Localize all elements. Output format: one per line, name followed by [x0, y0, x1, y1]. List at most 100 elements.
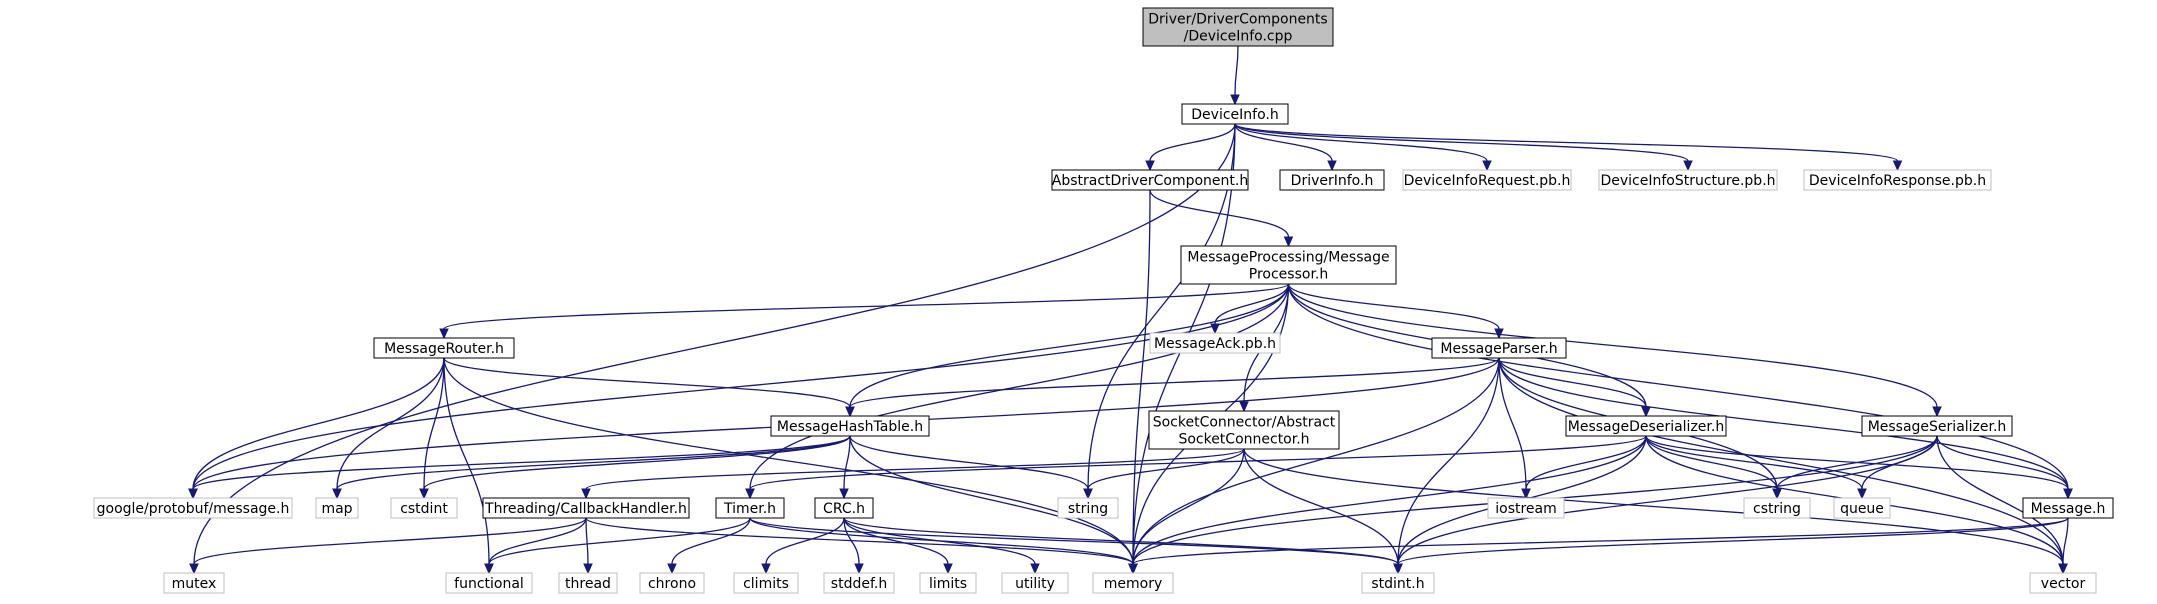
node-msg_parser[interactable]: MessageParser.h — [1431, 337, 1567, 359]
edges-layer — [188, 45, 2073, 575]
node-label-root-1: /DeviceInfo.cpp — [1184, 29, 1293, 45]
edge-msg_processor-to-msg_parser — [1287, 283, 1504, 340]
edge-msg_processor-to-msg_router — [439, 283, 1290, 340]
node-label-thread-0: thread — [565, 576, 611, 592]
node-label-limits-0: limits — [929, 576, 967, 592]
node-label-msg_serializer-0: MessageSerializer.h — [1868, 419, 2007, 435]
edge-msg_processor-to-message_h — [1287, 283, 2073, 500]
edge-deviceinfo_h-to-devinfo_structure — [1234, 123, 1693, 172]
node-label-driverinfo_h-0: DriverInfo.h — [1291, 173, 1374, 189]
node-timer_h[interactable]: Timer.h — [715, 497, 785, 519]
edge-crc_h-to-limits — [843, 517, 953, 575]
edge-message_h-to-memory — [1128, 517, 2069, 575]
edge-msg_hashtable-to-crc_h — [839, 435, 851, 500]
node-msg_hashtable[interactable]: MessageHashTable.h — [770, 415, 930, 437]
node-devinfo_request: DeviceInfoRequest.pb.h — [1402, 169, 1572, 191]
node-memory: memory — [1092, 572, 1174, 594]
node-socket_connector[interactable]: SocketConnector/AbstractSocketConnector.… — [1148, 410, 1340, 450]
node-iostream: iostream — [1487, 497, 1565, 519]
node-chrono: chrono — [639, 572, 705, 594]
node-label-callback_handler-0: Threading/CallbackHandler.h — [484, 501, 687, 517]
node-label-msg_ack-0: MessageAck.pb.h — [1154, 336, 1276, 352]
edge-msg_parser-to-stdint — [1393, 357, 1500, 575]
node-label-msg_parser-0: MessageParser.h — [1440, 341, 1557, 357]
node-string: string — [1057, 497, 1119, 519]
node-abstract_driver[interactable]: AbstractDriverComponent.h — [1051, 169, 1249, 191]
node-msg_router[interactable]: MessageRouter.h — [373, 337, 515, 359]
edge-root-to-deviceinfo_h — [1230, 45, 1240, 106]
node-root[interactable]: Driver/DriverComponents/DeviceInfo.cpp — [1142, 7, 1334, 47]
node-cstdint: cstdint — [390, 497, 458, 519]
edge-crc_h-to-stddef — [843, 517, 864, 575]
node-label-chrono-0: chrono — [648, 576, 696, 592]
node-protobuf_message: google/protobuf/message.h — [93, 497, 293, 519]
node-label-vector-0: vector — [2041, 576, 2086, 592]
node-label-string-0: string — [1068, 501, 1108, 517]
node-label-iostream-0: iostream — [1495, 501, 1557, 517]
node-label-msg_deserializer-0: MessageDeserializer.h — [1568, 419, 1724, 435]
edge-msg_parser-to-iostream — [1498, 357, 1531, 500]
edge-msg_processor-to-msg_serializer — [1287, 283, 1942, 418]
edge-message_h-to-vector — [2058, 517, 2069, 575]
edge-msg_parser-to-msg_hashtable — [845, 357, 1500, 418]
node-label-mutex-0: mutex — [172, 576, 217, 592]
node-label-utility-0: utility — [1015, 576, 1055, 592]
node-mutex: mutex — [163, 572, 225, 594]
node-stddef: stddef.h — [823, 572, 895, 594]
node-climits: climits — [733, 572, 799, 594]
node-utility: utility — [1001, 572, 1069, 594]
edge-socket_connector-to-callback_handler — [581, 448, 1245, 500]
node-crc_h[interactable]: CRC.h — [814, 497, 874, 519]
node-label-memory-0: memory — [1104, 576, 1163, 592]
edge-msg_processor-to-protobuf_message — [188, 283, 1290, 500]
edge-abstract_driver-to-msg_processor — [1149, 189, 1294, 248]
node-label-stdint-0: stdint.h — [1371, 576, 1424, 592]
node-limits: limits — [919, 572, 977, 594]
node-queue: queue — [1833, 497, 1891, 519]
node-label-queue-0: queue — [1840, 501, 1884, 517]
edge-abstract_driver-to-memory — [1128, 189, 1151, 575]
node-label-deviceinfo_h-0: DeviceInfo.h — [1191, 107, 1278, 123]
node-callback_handler[interactable]: Threading/CallbackHandler.h — [482, 497, 690, 519]
edge-msg_hashtable-to-map — [332, 435, 851, 500]
edge-msg_router-to-protobuf_message — [188, 357, 445, 500]
node-stdint: stdint.h — [1361, 572, 1435, 594]
edge-timer_h-to-memory — [749, 517, 1138, 575]
node-label-devinfo_response-0: DeviceInfoResponse.pb.h — [1809, 173, 1986, 189]
node-label-devinfo_structure-0: DeviceInfoStructure.pb.h — [1600, 173, 1775, 189]
node-deviceinfo_h[interactable]: DeviceInfo.h — [1181, 103, 1289, 125]
nodes-layer: Driver/DriverComponents/DeviceInfo.cppDe… — [93, 7, 2114, 594]
edge-msg_hashtable-to-cstdint — [419, 435, 851, 500]
edge-crc_h-to-climits — [761, 517, 845, 575]
node-message_h[interactable]: Message.h — [2022, 497, 2114, 519]
edge-socket_connector-to-memory — [1128, 448, 1245, 575]
node-label-stddef-0: stddef.h — [831, 576, 887, 592]
node-label-socket_connector-0: SocketConnector/Abstract — [1153, 415, 1336, 431]
node-label-root-0: Driver/DriverComponents — [1148, 12, 1327, 28]
edge-deviceinfo_h-to-devinfo_response — [1234, 123, 1903, 172]
node-driverinfo_h[interactable]: DriverInfo.h — [1279, 169, 1385, 191]
node-label-cstring-0: cstring — [1753, 501, 1801, 517]
node-label-climits-0: climits — [743, 576, 789, 592]
edge-deviceinfo_h-to-abstract_driver — [1145, 123, 1236, 172]
edge-callback_handler-to-thread — [583, 517, 593, 575]
node-msg_ack: MessageAck.pb.h — [1149, 332, 1281, 354]
edge-timer_h-to-stdint — [749, 517, 1403, 575]
node-label-msg_router-0: MessageRouter.h — [384, 341, 504, 357]
edge-msg_hashtable-to-protobuf_message — [188, 435, 851, 500]
edge-socket_connector-to-vector — [1243, 448, 2068, 575]
edge-deviceinfo_h-to-driverinfo_h — [1234, 123, 1337, 172]
node-label-msg_hashtable-0: MessageHashTable.h — [777, 419, 923, 435]
edge-msg_serializer-to-message_h — [1936, 435, 2073, 500]
node-label-map-0: map — [321, 501, 352, 517]
node-msg_serializer[interactable]: MessageSerializer.h — [1861, 415, 2013, 437]
node-msg_deserializer[interactable]: MessageDeserializer.h — [1565, 415, 1727, 437]
edge-timer_h-to-chrono — [667, 517, 751, 575]
node-map: map — [315, 497, 359, 519]
node-vector: vector — [2029, 572, 2097, 594]
node-label-msg_processor-1: Processor.h — [1249, 267, 1328, 283]
node-label-abstract_driver-0: AbstractDriverComponent.h — [1052, 173, 1248, 189]
node-label-socket_connector-1: SocketConnector.h — [1178, 432, 1309, 448]
edge-msg_router-to-msg_hashtable — [443, 357, 855, 418]
